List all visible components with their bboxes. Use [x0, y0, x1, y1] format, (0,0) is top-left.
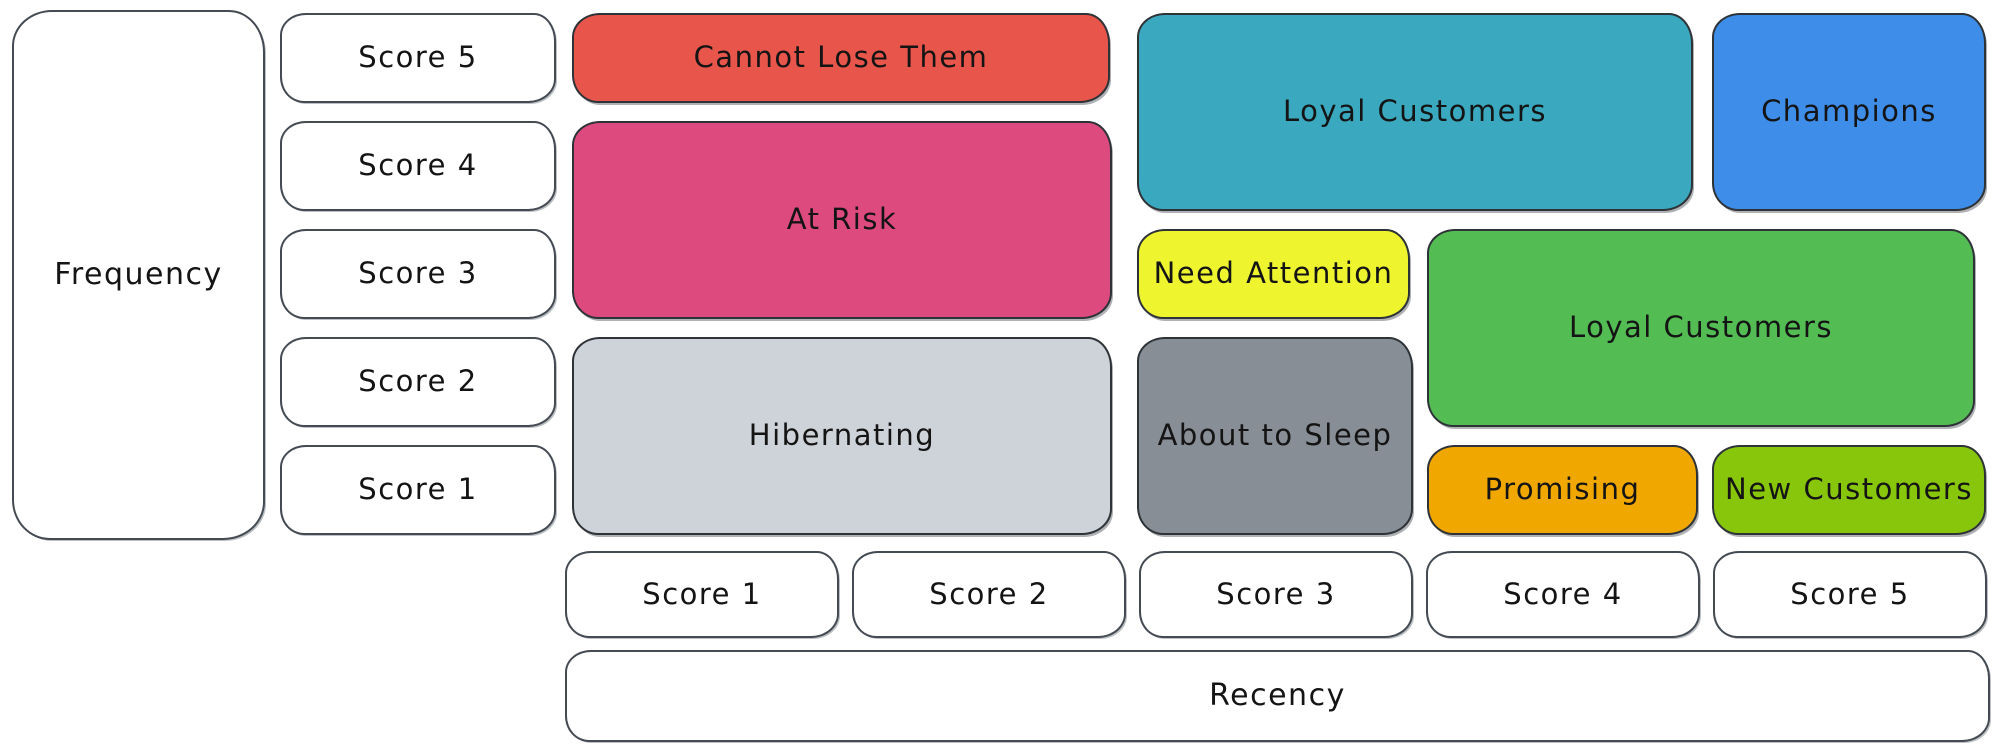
recency-score-3: Score 3	[1139, 551, 1413, 638]
recency-score-5: Score 5	[1713, 551, 1987, 638]
frequency-score-5: Score 5	[280, 13, 556, 103]
frequency-score-4: Score 4	[280, 121, 556, 211]
segment-hibernating: Hibernating	[572, 337, 1112, 535]
segment-need-attention: Need Attention	[1137, 229, 1410, 319]
segment-at-risk: At Risk	[572, 121, 1112, 319]
recency-axis-label: Recency	[565, 650, 1990, 742]
frequency-axis-label: Frequency	[12, 10, 265, 540]
segment-loyal-customers-upper: Loyal Customers	[1137, 13, 1693, 211]
segment-promising: Promising	[1427, 445, 1698, 535]
segment-about-to-sleep: About to Sleep	[1137, 337, 1413, 535]
frequency-score-1: Score 1	[280, 445, 556, 535]
frequency-score-2: Score 2	[280, 337, 556, 427]
recency-score-2: Score 2	[852, 551, 1126, 638]
recency-score-1: Score 1	[565, 551, 839, 638]
segment-loyal-customers-lower: Loyal Customers	[1427, 229, 1975, 427]
frequency-score-3: Score 3	[280, 229, 556, 319]
segment-cannot-lose-them: Cannot Lose Them	[572, 13, 1110, 103]
recency-score-4: Score 4	[1426, 551, 1700, 638]
segment-new-customers: New Customers	[1712, 445, 1986, 535]
segment-champions: Champions	[1712, 13, 1986, 211]
